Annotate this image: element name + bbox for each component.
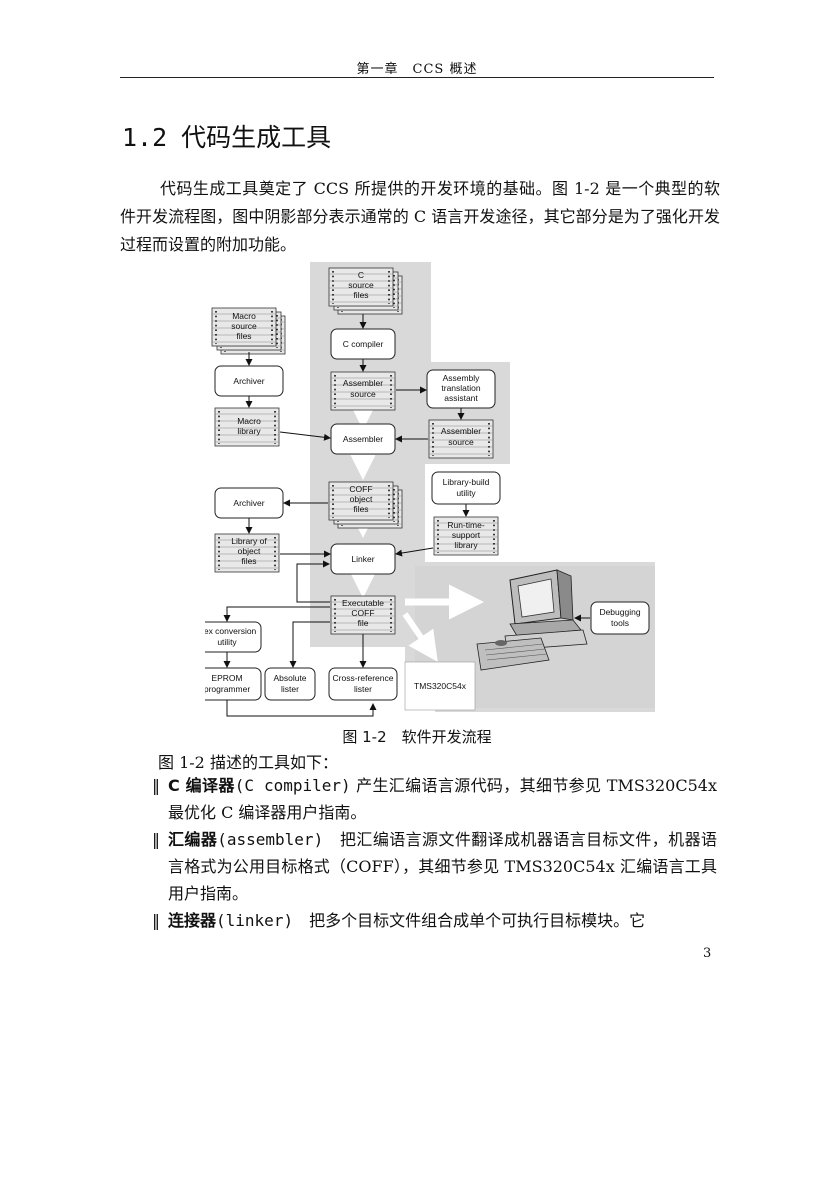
absolute-lister-box (264, 667, 316, 701)
bullet-term: 连接器 (168, 911, 217, 930)
hex-conversion-label-1: Hex conversion (205, 626, 257, 636)
cross-reference-box (328, 667, 398, 701)
bullet-text: 产生汇编语言源代码，其细节参见 TMS320C54x 最优化 C 编译器用户指南… (168, 776, 717, 822)
intro-paragraph: 代码生成工具奠定了 CCS 所提供的开发环境的基础。图 1-2 是一个典型的软件… (120, 179, 720, 254)
assembly-translation-label-3: assistant (444, 393, 478, 403)
absolute-lister-label-1: Absolute (273, 673, 306, 683)
library-object-label-1: Library of (231, 536, 267, 546)
bullet-text: 把多个目标文件组合成单个可执行目标模块。它 (293, 911, 646, 930)
bullet-mark: ‖ (152, 776, 160, 795)
coff-object-label-1: COFF (349, 484, 372, 494)
executable-coff-label-2: COFF (351, 608, 374, 618)
runtime-support-library: Run-time- support library (433, 516, 499, 556)
c-compiler-label: C compiler (343, 339, 384, 349)
tools-intro: 图 1-2 描述的工具如下： (158, 753, 338, 772)
c-source-label-3: files (353, 290, 368, 300)
eprom-programmer-label-1: EPROM (211, 673, 242, 683)
absolute-lister-label-2: lister (281, 684, 299, 694)
executable-coff-label-1: Executable (342, 598, 384, 608)
library-build-label-1: Library-build (443, 477, 490, 487)
bullet-mark: ‖ (152, 830, 160, 849)
executable-coff-file: Executable COFF file (330, 595, 396, 635)
archiver-top-label: Archiver (233, 376, 264, 386)
computer-illustration (476, 569, 588, 671)
hex-conversion-label-2: utility (217, 637, 237, 647)
archiver-bottom-label: Archiver (233, 498, 264, 508)
list-item-assembler: ‖ 汇编器(assembler) 把汇编语言源文件翻译成机器语言目标文件，机器语… (152, 826, 717, 907)
target-device-label: TMS320C54x (414, 681, 467, 691)
macro-library: Macro library (214, 407, 280, 447)
target-device-box (404, 661, 476, 711)
macro-source-files: Macro source files (211, 307, 286, 355)
assembler-source-right-label-2: source (448, 437, 474, 447)
assembler-source-right: Assembler source (428, 419, 494, 459)
library-object-label-3: files (241, 556, 256, 566)
flow-diagram: C source files Macro source files C comp… (205, 262, 655, 717)
bullet-term: 汇编器 (168, 830, 218, 849)
executable-coff-label-3: file (358, 618, 369, 628)
cross-reference-label-2: lister (354, 684, 372, 694)
library-object-files: Library of object files (214, 533, 280, 573)
running-header: 第一章 CCS 概述 (356, 62, 478, 77)
macro-library-label-1: Macro (237, 416, 261, 426)
section-number: 1.2 (122, 123, 168, 152)
macro-source-label-3: files (236, 331, 251, 341)
bullet-mark: ‖ (152, 911, 160, 930)
cross-reference-label-1: Cross-reference (333, 673, 394, 683)
c-source-files: C source files (328, 267, 403, 315)
library-object-label-2: object (238, 546, 261, 556)
assembly-translation-label-1: Assembly (443, 373, 481, 383)
software-flow-figure: C source files Macro source files C comp… (205, 262, 655, 722)
list-item-linker: ‖ 连接器(linker) 把多个目标文件组合成单个可执行目标模块。它 (152, 907, 717, 934)
coff-object-label-3: files (353, 504, 368, 514)
linker-label: Linker (351, 554, 374, 564)
section-title-text: 代码生成工具 (181, 123, 332, 152)
section-title: 1.2 代码生成工具 (122, 118, 331, 154)
macro-library-label-2: library (237, 426, 261, 436)
debugging-tools-label-1: Debugging (599, 607, 640, 617)
bullet-term-en: (linker) (216, 911, 294, 930)
debugging-tools-box (590, 601, 650, 635)
linker-box (330, 543, 396, 575)
header-rule (120, 77, 714, 78)
assembly-translation-label-2: translation (441, 383, 480, 393)
runtime-support-label-1: Run-time- (447, 520, 484, 530)
c-source-label-1: C (358, 270, 364, 280)
bullet-text: 把汇编语言源文件翻译成机器语言目标文件，机器语言格式为公用目标格式（COFF），… (168, 830, 717, 903)
runtime-support-label-3: library (454, 540, 478, 550)
figure-caption: 图 1-2 软件开发流程 (342, 728, 492, 746)
debugging-tools-label-2: tools (611, 618, 629, 628)
assembler-source-right-label-1: Assembler (441, 426, 481, 436)
assembler-source-label-1: Assembler (343, 378, 383, 388)
coff-object-label-2: object (350, 494, 373, 504)
coff-object-files: COFF object files (328, 481, 403, 529)
bullet-term: C 编译器 (168, 776, 235, 795)
library-build-label-2: utility (456, 488, 476, 498)
list-item-c-compiler: ‖ C 编译器(C compiler) 产生汇编语言源代码，其细节参见 TMS3… (152, 772, 717, 826)
assembler-source-label-2: source (350, 389, 376, 399)
macro-source-label-2: source (231, 321, 257, 331)
bullet-term-en: (assembler) (217, 830, 324, 849)
assembler-label: Assembler (343, 434, 383, 444)
runtime-support-label-2: support (452, 530, 481, 540)
page-number: 3 (703, 946, 712, 961)
tools-list: ‖ C 编译器(C compiler) 产生汇编语言源代码，其细节参见 TMS3… (152, 772, 717, 934)
c-source-label-2: source (348, 280, 374, 290)
assembler-source: Assembler source (330, 371, 396, 411)
eprom-programmer-label-2: programmer (205, 684, 250, 694)
macro-source-label-1: Macro (232, 311, 256, 321)
bullet-term-en: (C compiler) (234, 776, 351, 795)
